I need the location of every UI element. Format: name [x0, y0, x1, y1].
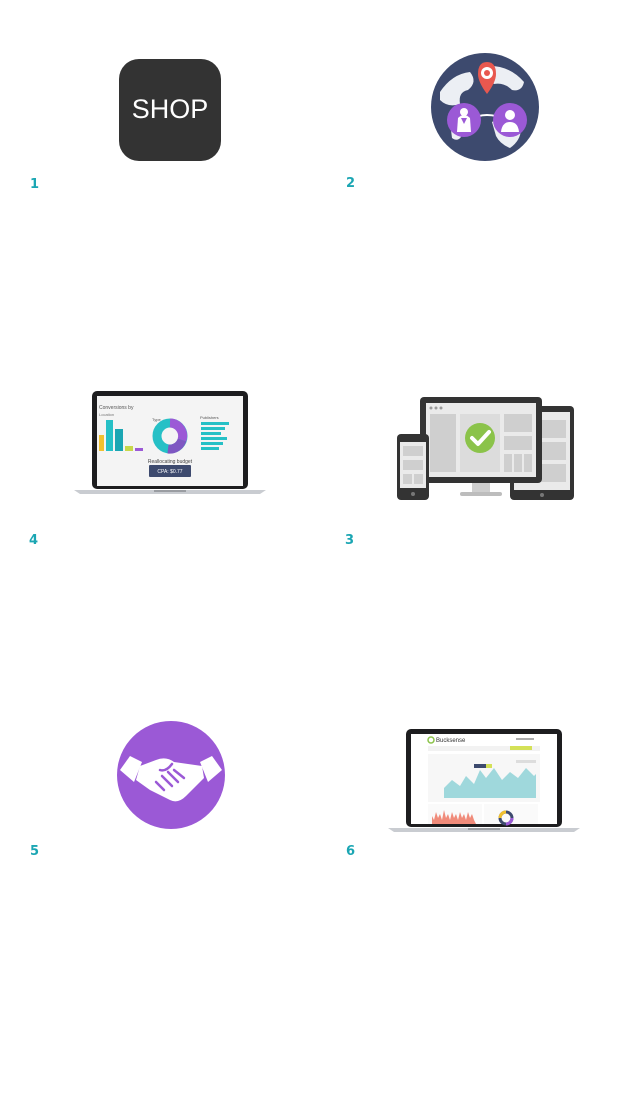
- laptop-analytics-dashboard-icon: Conversions by Location Type Publishers …: [74, 391, 266, 494]
- step-number: 6: [346, 844, 356, 859]
- multi-device-responsive-check-icon: [397, 397, 574, 500]
- step-number: 3: [345, 533, 355, 548]
- screen-subheading: Location: [99, 412, 114, 417]
- list-title: Publishers: [200, 415, 219, 420]
- step-number: 5: [30, 844, 40, 859]
- laptop-bucksense-dashboard-icon: Bucksense: [388, 729, 580, 832]
- cpa-text: CPA: $0.77: [157, 469, 182, 475]
- shop-app-icon: SHOP: [119, 59, 221, 161]
- step-number: 4: [29, 533, 39, 548]
- shop-label: SHOP: [132, 94, 209, 124]
- donut-title: Type: [152, 417, 161, 422]
- globe-people-location-icon: [431, 53, 539, 161]
- budget-text: Reallocating budget: [148, 459, 193, 465]
- step-number: 2: [346, 176, 356, 191]
- brand-text: Bucksense: [436, 738, 466, 744]
- screen-heading: Conversions by: [99, 405, 134, 411]
- handshake-icon: [117, 721, 225, 829]
- step-number: 1: [30, 177, 40, 192]
